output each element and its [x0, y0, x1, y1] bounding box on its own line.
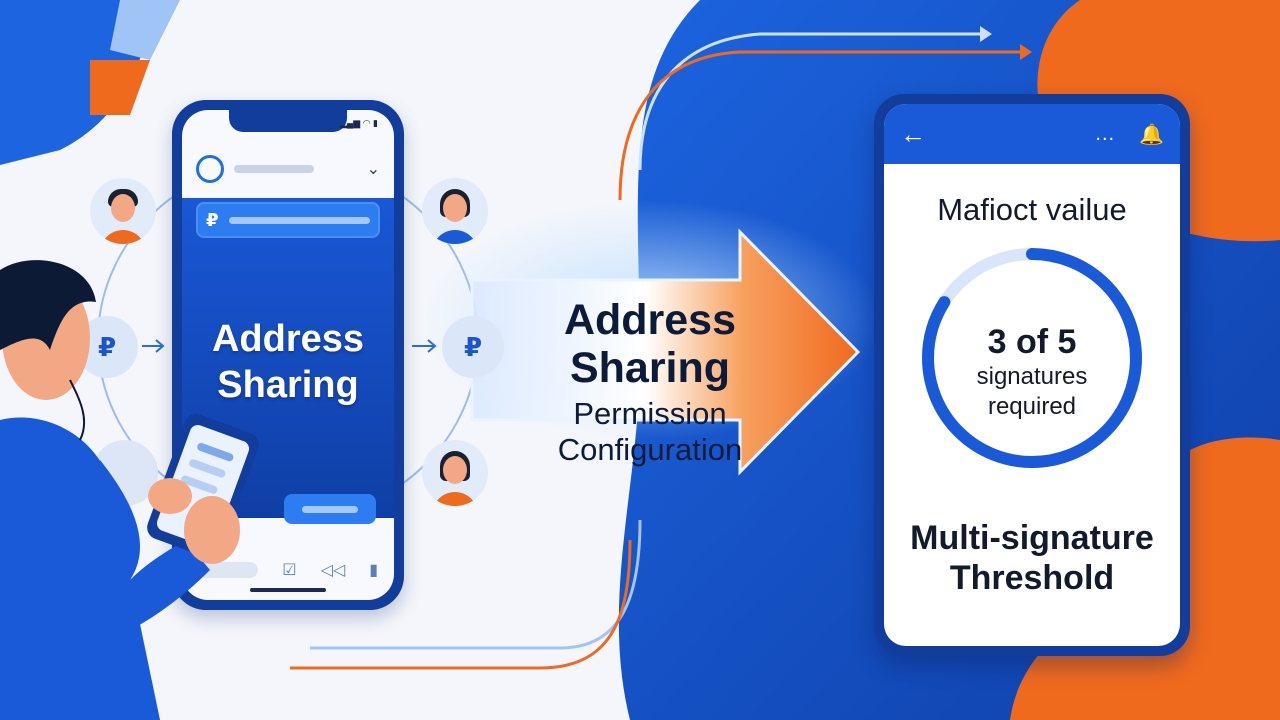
chat-header: ⌄: [182, 144, 394, 194]
value-title: Mafioct vailue: [937, 192, 1127, 227]
person-shirt: [0, 417, 160, 720]
more-options-icon[interactable]: ...: [1095, 122, 1116, 145]
chat-logo-icon: [196, 155, 224, 183]
person-hand: [184, 496, 240, 564]
reply-bubble[interactable]: [284, 494, 376, 524]
left-phone-title-line2: Sharing: [217, 364, 359, 406]
flow-subtitle: Permission Configuration: [516, 396, 784, 468]
flow-line-top: [638, 32, 980, 171]
person-arm: [91, 460, 210, 630]
right-phone: ← ... 🔔 Mafioct vailue 3 of 5 signatures…: [874, 94, 1190, 656]
flow-subtitle-line2: Configuration: [557, 432, 743, 467]
phone-notch: [229, 110, 347, 132]
checkbox-icon[interactable]: ☑: [282, 562, 297, 579]
compose-input[interactable]: [198, 562, 259, 578]
home-indicator: [250, 588, 326, 592]
left-phone: ▂▄▆ ◠ ▮ ⌄ ₽ Address Sharing ☑ ◁◁: [172, 100, 404, 610]
node-arrow-right: [412, 339, 437, 353]
bottom-toolbar: ☑ ◁◁ ▮: [182, 540, 394, 600]
arrow-head-top-orange: [1020, 44, 1032, 60]
chat-header-placeholder: [234, 165, 314, 173]
back-arrow-icon[interactable]: ←: [900, 118, 926, 149]
key-icon-right: ₽: [442, 316, 504, 378]
person-hair: [0, 260, 96, 350]
arrow-head-top: [980, 26, 992, 42]
signature-label-line1: signatures: [976, 363, 1088, 390]
left-phone-title-line1: Address: [211, 318, 365, 360]
avatar-woman-bottom: [422, 440, 488, 506]
threshold-label-line2: Threshold: [949, 559, 1115, 597]
reply-placeholder-line: [302, 505, 358, 513]
progress-ring-svg: [922, 248, 1142, 468]
threshold-label: Multi-signature Threshold: [884, 518, 1180, 598]
flow-subtitle-line1: Permission: [573, 396, 727, 431]
message-bubble[interactable]: ₽: [196, 202, 380, 238]
corner-shape-light: [110, 0, 180, 60]
corner-shape-orange: [90, 60, 150, 115]
flow-line-bottom-orange: [290, 539, 632, 670]
bell-icon[interactable]: 🔔: [1139, 123, 1164, 146]
ring-progress-arc: [922, 248, 1142, 468]
person-illustration: [0, 260, 259, 720]
threshold-label-line1: Multi-signature: [910, 519, 1154, 557]
app-header: ← ... 🔔: [884, 104, 1180, 164]
flow-line-top-orange: [618, 50, 1020, 201]
signature-label-line2: required: [987, 393, 1077, 420]
signature-count: 3 of 5: [987, 323, 1077, 361]
flow-title-line1: Address: [563, 296, 737, 344]
flow-title-line2: Sharing: [569, 344, 731, 392]
status-icons: ▂▄▆ ◠ ▮: [339, 118, 378, 128]
chevron-down-icon[interactable]: ⌄: [366, 161, 380, 178]
ring-label: 3 of 5 signatures required: [918, 322, 1146, 422]
lock-icon[interactable]: ▮: [369, 562, 378, 579]
avatar-woman-top: [422, 178, 488, 244]
rewind-icon[interactable]: ◁◁: [320, 562, 346, 579]
left-phone-screen: ▂▄▆ ◠ ▮ ⌄ ₽ Address Sharing ☑ ◁◁: [182, 110, 394, 600]
flow-title: Address Sharing: [516, 296, 784, 392]
key-message-icon: ₽: [206, 209, 219, 230]
message-placeholder-line: [228, 216, 370, 224]
big-arrow: [470, 228, 861, 476]
node-arrow-left: [142, 339, 165, 353]
right-phone-screen: ← ... 🔔 Mafioct vailue 3 of 5 signatures…: [884, 104, 1180, 646]
avatar-man: [90, 178, 156, 244]
left-phone-title: Address Sharing: [182, 316, 394, 408]
signature-progress-ring: 3 of 5 signatures required: [918, 244, 1146, 472]
